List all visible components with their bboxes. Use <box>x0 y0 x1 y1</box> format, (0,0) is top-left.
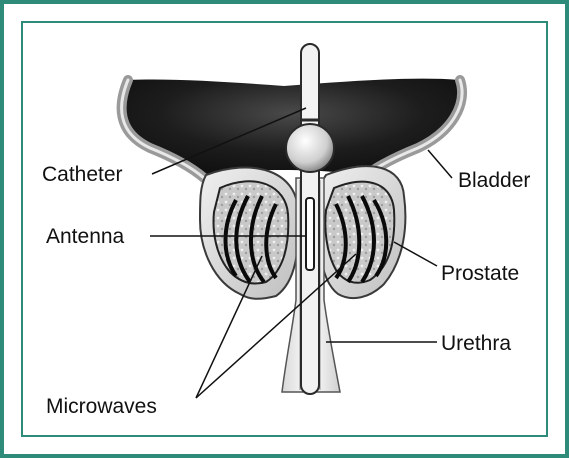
catheter-balloon <box>286 124 334 172</box>
catheter-label: Catheter <box>42 163 123 186</box>
antenna-shape <box>306 198 314 270</box>
microwaves-label: Microwaves <box>46 395 157 418</box>
urethra-label: Urethra <box>441 332 511 355</box>
antenna-label: Antenna <box>46 225 125 248</box>
prostate-label: Prostate <box>441 262 519 285</box>
bladder-label: Bladder <box>458 169 530 192</box>
